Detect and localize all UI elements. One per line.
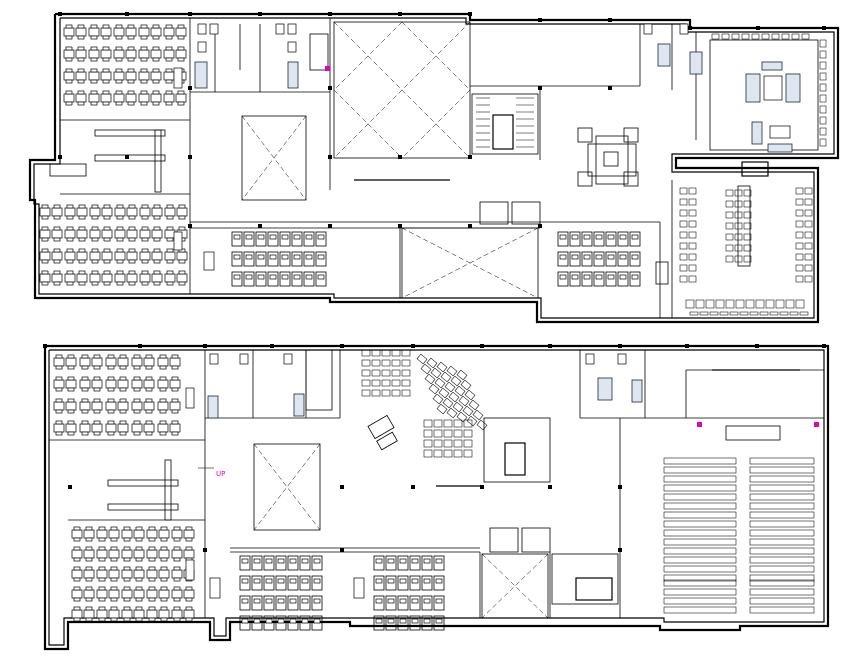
upper-centre-feature (577, 127, 639, 187)
lower-stair-core (305, 349, 619, 605)
upper-toilet-blocks (194, 23, 703, 89)
upper-columns (58, 12, 826, 228)
upper-conference-room (655, 33, 827, 316)
stair-up-label: UP (216, 470, 225, 478)
upper-atrium-void (333, 21, 471, 181)
lower-outer-walls (43, 344, 830, 651)
upper-partitions (60, 18, 697, 318)
lower-classroom-rows (239, 555, 445, 631)
lower-columns (43, 344, 826, 552)
upper-light-shaft (241, 115, 307, 201)
lower-toilet-blocks (207, 353, 643, 419)
upper-left-bracket (49, 129, 166, 193)
upper-lower-void (401, 201, 541, 299)
lower-fan-seating (361, 349, 488, 458)
lower-light-shaft (253, 443, 321, 531)
upper-marker (325, 66, 330, 71)
upper-floor-plan (28, 12, 840, 324)
upper-outer-walls (28, 12, 840, 324)
lower-left-bracket (107, 459, 179, 521)
upper-stair-core (309, 33, 539, 155)
upper-desk-clusters (39, 24, 215, 286)
lower-stair-up-annotation: UP (198, 467, 225, 478)
upper-lounge (709, 39, 819, 153)
upper-classroom-rows (231, 231, 641, 287)
lower-lecture-theatre (663, 422, 819, 614)
lower-floor-plan: UP (43, 344, 830, 651)
lower-void (481, 527, 551, 619)
lower-desk-clusters (53, 354, 365, 622)
lower-partitions (49, 350, 824, 618)
